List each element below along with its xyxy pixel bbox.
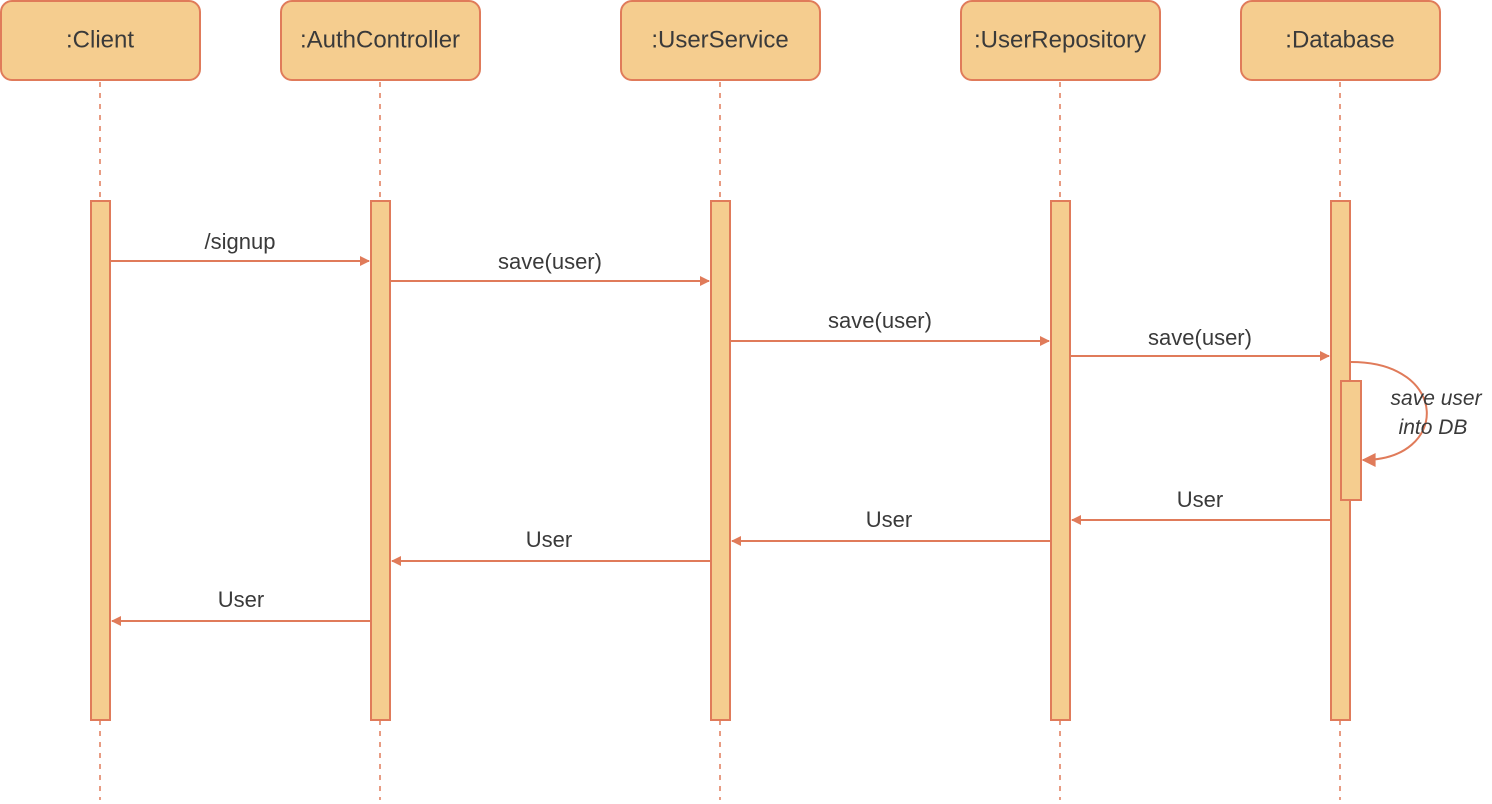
return-user-database: User [1071,487,1330,525]
participant-database: :Database [1240,0,1441,81]
message-label: User [526,527,572,552]
participant-userservice: :UserService [620,0,821,81]
message-save-user-1: save(user) [391,249,710,286]
message-label: User [218,587,264,612]
participant-label: :AuthController [300,26,460,53]
activation-client [90,200,111,721]
self-message-line-2: into DB [1399,416,1468,439]
message-label: User [866,507,912,532]
activation-database-nested [1340,380,1362,501]
return-user-controller: User [111,587,370,626]
participant-label: :Database [1285,26,1394,53]
self-message-save-user-into-db: save user into DB [1350,361,1488,467]
self-message-label: save user into DB [1391,387,1488,439]
participant-client: :Client [0,0,201,81]
message-save-user-3: save(user) [1071,325,1330,361]
message-signup: /signup [111,229,370,266]
return-user-service: User [391,527,710,566]
participant-label: :UserService [651,26,788,53]
participant-userrepository: :UserRepository [960,0,1161,81]
message-label: User [1177,487,1223,512]
activation-authcontroller [370,200,391,721]
activation-userrepository [1050,200,1071,721]
return-user-repository: User [731,507,1050,546]
participant-authcontroller: :AuthController [280,0,481,81]
message-label: save(user) [1148,325,1252,350]
activation-userservice [710,200,731,721]
participant-label: :UserRepository [974,26,1146,53]
message-label: save(user) [828,308,932,333]
participant-label: :Client [66,26,134,53]
message-save-user-2: save(user) [731,308,1050,346]
self-message-line-1: save user [1391,387,1483,410]
message-label: /signup [205,229,276,254]
message-label: save(user) [498,249,602,274]
